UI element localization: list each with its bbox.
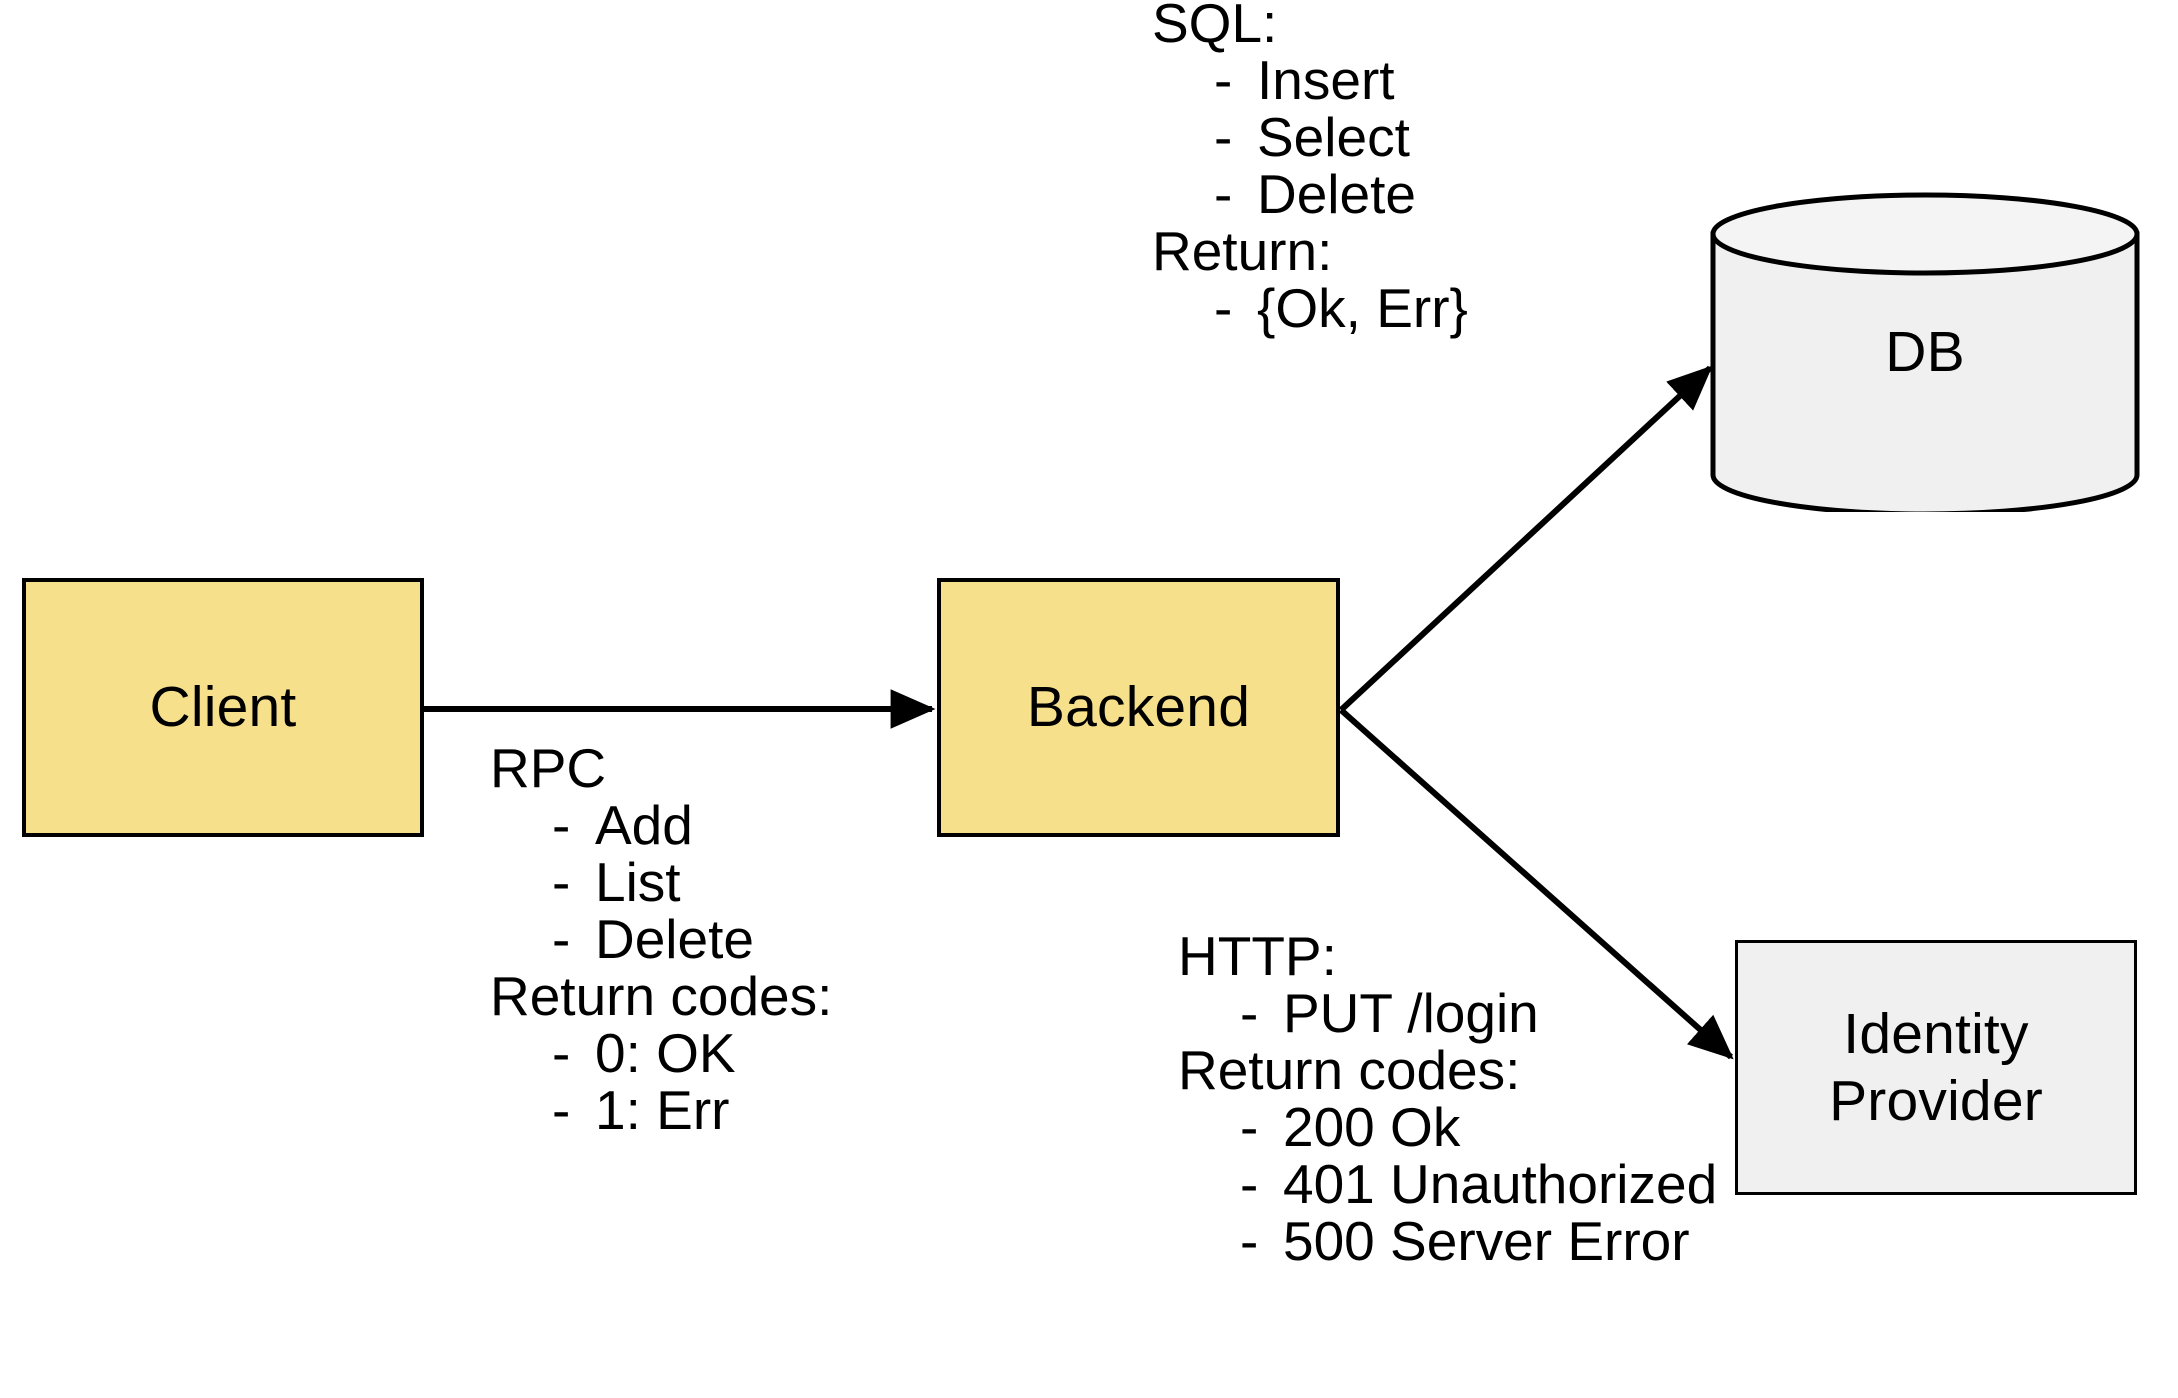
sql-return-label: {Ok, Err} <box>1257 277 1468 339</box>
sql-item: -Insert <box>1152 52 1468 109</box>
sql-returns-heading: Return: <box>1152 220 1333 282</box>
bullet-dash: - <box>1240 982 1259 1044</box>
http-return-item: -200 Ok <box>1178 1099 1717 1156</box>
http-item: -PUT /login <box>1178 985 1717 1042</box>
node-backend-label: Backend <box>1026 675 1251 740</box>
http-return-item: -500 Server Error <box>1178 1213 1717 1270</box>
bullet-dash: - <box>552 1079 571 1141</box>
sql-heading: SQL: <box>1152 0 1278 54</box>
sql-item: -Delete <box>1152 166 1468 223</box>
http-return-item: -401 Unauthorized <box>1178 1156 1717 1213</box>
node-identity-provider[interactable]: Identity Provider <box>1735 940 2137 1195</box>
bullet-dash: - <box>552 851 571 913</box>
database-cylinder-icon <box>1710 192 2140 512</box>
sql-item-label: Insert <box>1257 49 1395 111</box>
rpc-item-label: List <box>595 851 681 913</box>
bullet-dash: - <box>552 908 571 970</box>
rpc-returns-heading: Return codes: <box>490 965 833 1027</box>
annotation-http: HTTP: -PUT /login Return codes: -200 Ok … <box>1178 928 1717 1270</box>
http-returns-heading: Return codes: <box>1178 1039 1521 1101</box>
rpc-item-label: Delete <box>595 908 754 970</box>
node-identity-provider-label: Identity Provider <box>1829 1002 2043 1133</box>
bullet-dash: - <box>1214 106 1233 168</box>
bullet-dash: - <box>1240 1096 1259 1158</box>
sql-return-item: -{Ok, Err} <box>1152 280 1468 337</box>
rpc-return-label: 1: Err <box>595 1079 730 1141</box>
sql-item-label: Delete <box>1257 163 1416 225</box>
rpc-item: -Add <box>490 797 832 854</box>
node-backend[interactable]: Backend <box>937 578 1340 837</box>
rpc-item-label: Add <box>595 794 693 856</box>
rpc-return-label: 0: OK <box>595 1022 736 1084</box>
bullet-dash: - <box>1240 1153 1259 1215</box>
node-db-label-wrap: DB <box>1710 192 2140 512</box>
sql-item: -Select <box>1152 109 1468 166</box>
http-item-label: PUT /login <box>1283 982 1539 1044</box>
annotation-sql: SQL: -Insert -Select -Delete Return: -{O… <box>1152 0 1468 337</box>
bullet-dash: - <box>1240 1210 1259 1272</box>
node-db[interactable]: DB <box>1710 192 2140 512</box>
bullet-dash: - <box>1214 163 1233 225</box>
rpc-item: -Delete <box>490 911 832 968</box>
http-return-label: 401 Unauthorized <box>1283 1153 1718 1215</box>
bullet-dash: - <box>552 1022 571 1084</box>
node-client-label: Client <box>149 675 297 740</box>
bullet-dash: - <box>1214 49 1233 111</box>
annotation-rpc: RPC -Add -List -Delete Return codes: -0:… <box>490 740 832 1139</box>
sql-item-label: Select <box>1257 106 1410 168</box>
http-heading: HTTP: <box>1178 925 1337 987</box>
http-return-label: 200 Ok <box>1283 1096 1461 1158</box>
rpc-item: -List <box>490 854 832 911</box>
rpc-return-item: -0: OK <box>490 1025 832 1082</box>
http-return-label: 500 Server Error <box>1283 1210 1690 1272</box>
bullet-dash: - <box>1214 277 1233 339</box>
node-db-label: DB <box>1885 320 1965 384</box>
rpc-return-item: -1: Err <box>490 1082 832 1139</box>
rpc-heading: RPC <box>490 737 607 799</box>
bullet-dash: - <box>552 794 571 856</box>
node-client[interactable]: Client <box>22 578 424 837</box>
edge-backend-to-db <box>1338 365 1713 713</box>
